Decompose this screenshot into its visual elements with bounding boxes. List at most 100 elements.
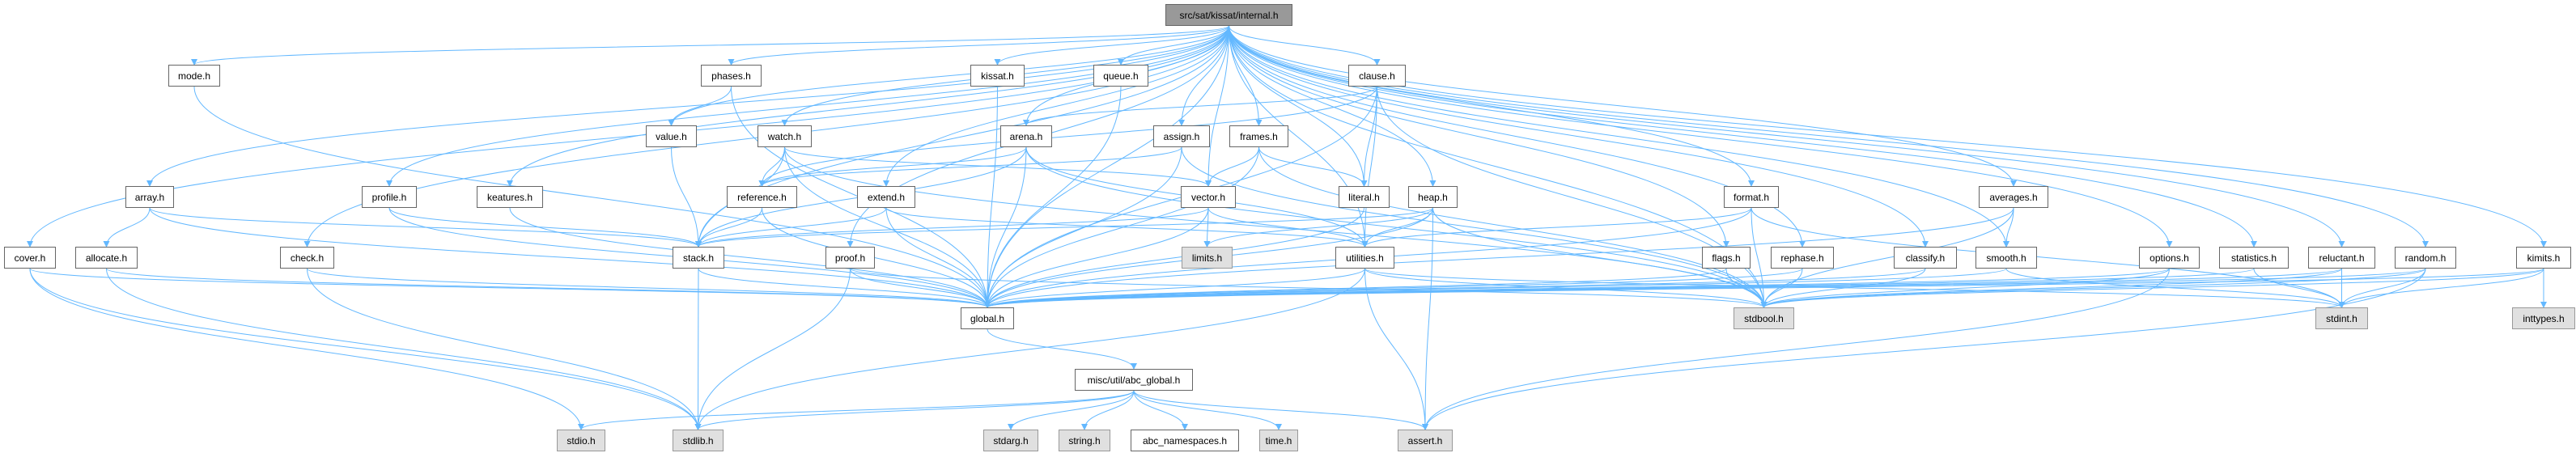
edge-averages-to-global (984, 207, 2014, 308)
edge-global-to-abc_global (987, 328, 1137, 370)
edge-internal-to-kissat (994, 25, 1229, 66)
node-heap[interactable]: heap.h (1408, 186, 1458, 208)
edge-internal-to-keatures (507, 25, 1229, 187)
edge-kissat-to-global (984, 86, 998, 308)
node-arena[interactable]: arena.h (1000, 125, 1052, 147)
edge-vector-to-utilities (1207, 207, 1369, 248)
edge-utilities-to-stdint (1364, 268, 2345, 308)
node-abc-namespaces[interactable]: abc_namespaces.h (1131, 430, 1239, 451)
node-queue[interactable]: queue.h (1093, 65, 1148, 87)
node-assign[interactable]: assign.h (1153, 125, 1210, 147)
node-mode[interactable]: mode.h (168, 65, 220, 87)
node-allocate[interactable]: allocate.h (75, 247, 138, 269)
edge-queue-to-global (984, 86, 1122, 308)
node-watch[interactable]: watch.h (758, 125, 812, 147)
edge-abc_global-to-string (1081, 390, 1135, 430)
edge-abc_global-to-time (1133, 390, 1282, 430)
edge-check-to-global (307, 268, 991, 308)
edge-utilities-to-global (984, 268, 1365, 308)
edge-array-to-stack (149, 207, 702, 248)
edge-internal-to-options (1229, 25, 2173, 248)
node-flags[interactable]: flags.h (1702, 247, 1751, 269)
node-reference[interactable]: reference.h (727, 186, 797, 208)
node-frames[interactable]: frames.h (1229, 125, 1288, 147)
edge-abc_global-to-assert (1133, 390, 1428, 430)
node-rephase[interactable]: rephase.h (1771, 247, 1834, 269)
edge-internal-to-rephase (1229, 25, 1806, 248)
edge-abc_global-to-stdarg (1008, 390, 1135, 430)
node-kissat[interactable]: kissat.h (970, 65, 1025, 87)
node-check[interactable]: check.h (280, 247, 334, 269)
edge-proof-to-stdbool (850, 268, 1768, 308)
edge-cover-to-stdio (29, 268, 584, 430)
node-vector[interactable]: vector.h (1181, 186, 1236, 208)
edge-options-to-stdbool (1760, 268, 2170, 308)
edge-averages-to-smooth (2003, 207, 2014, 248)
edge-arena-to-reference (758, 146, 1027, 187)
edge-profile-to-stack (388, 207, 702, 248)
edge-smooth-to-stdint (2005, 268, 2345, 308)
edge-internal-to-kimits (1229, 25, 2547, 248)
node-random[interactable]: random.h (2395, 247, 2456, 269)
edge-array-to-allocate (103, 207, 151, 248)
edge-array-to-global (149, 207, 991, 308)
edge-internal-to-mode (191, 25, 1229, 66)
edge-proof-to-stdlib (694, 268, 851, 430)
edge-rephase-to-global (984, 268, 1803, 308)
node-clause[interactable]: clause.h (1348, 65, 1406, 87)
edge-internal-to-format (1229, 25, 1755, 187)
edge-abc_global-to-stdio (578, 390, 1135, 430)
edge-heap-to-limits (1203, 207, 1433, 248)
edge-arena-to-stdbool (1025, 146, 1768, 308)
node-stdarg: stdarg.h (983, 430, 1038, 451)
edge-internal-to-vector (1205, 25, 1229, 187)
edge-averages-to-stdbool (1760, 207, 2014, 308)
edge-utilities-to-stdlib (694, 268, 1365, 430)
node-reluctant[interactable]: reluctant.h (2308, 247, 2375, 269)
node-array[interactable]: array.h (125, 186, 174, 208)
node-value[interactable]: value.h (646, 125, 697, 147)
node-cover[interactable]: cover.h (4, 247, 56, 269)
edge-phases-to-value (668, 86, 732, 126)
node-abc-global[interactable]: misc/util/abc_global.h (1075, 369, 1193, 391)
edge-vector-to-stack (695, 207, 1209, 248)
edge-internal-to-flags (1229, 25, 1729, 248)
edge-internal-to-classify (1229, 25, 1929, 248)
node-global[interactable]: global.h (961, 307, 1014, 329)
node-averages[interactable]: averages.h (1979, 186, 2048, 208)
node-stack[interactable]: stack.h (673, 247, 724, 269)
edge-stack-to-stdlib (694, 268, 702, 430)
edge-clause-to-utilities (1361, 86, 1377, 248)
edge-classify-to-stdbool (1760, 268, 1926, 308)
edge-internal-to-smooth (1229, 25, 2009, 248)
node-keatures[interactable]: keatures.h (477, 186, 543, 208)
edge-internal-to-averages (1229, 25, 2017, 187)
edge-frames-to-vector (1205, 146, 1259, 187)
edge-statistics-to-stdint (2253, 268, 2345, 308)
edge-options-to-global (984, 268, 2170, 308)
node-assert: assert.h (1398, 430, 1453, 451)
node-classify[interactable]: classify.h (1894, 247, 1957, 269)
node-extend[interactable]: extend.h (857, 186, 915, 208)
node-kimits[interactable]: kimits.h (2516, 247, 2571, 269)
node-format[interactable]: format.h (1724, 186, 1779, 208)
edge-format-to-stdbool (1751, 207, 1768, 308)
edge-format-to-stdint (1751, 207, 2345, 308)
node-stdint: stdint.h (2315, 307, 2368, 329)
edge-internal-to-cover (27, 25, 1229, 248)
node-internal[interactable]: src/sat/kissat/internal.h (1165, 4, 1292, 26)
node-statistics[interactable]: statistics.h (2219, 247, 2289, 269)
node-phases[interactable]: phases.h (701, 65, 762, 87)
edge-internal-to-array (146, 25, 1229, 187)
node-proof[interactable]: proof.h (825, 247, 875, 269)
node-utilities[interactable]: utilities.h (1335, 247, 1394, 269)
node-smooth[interactable]: smooth.h (1975, 247, 2037, 269)
node-options[interactable]: options.h (2139, 247, 2200, 269)
edge-internal-to-reluctant (1229, 25, 2345, 248)
edge-random-to-assert (1422, 268, 2426, 430)
edge-clause-to-arena (1023, 86, 1377, 126)
node-literal[interactable]: literal.h (1339, 186, 1390, 208)
edge-keatures-to-global (509, 207, 991, 308)
node-profile[interactable]: profile.h (362, 186, 417, 208)
